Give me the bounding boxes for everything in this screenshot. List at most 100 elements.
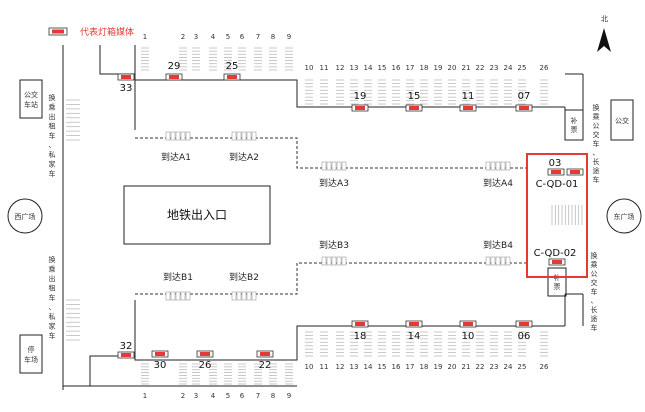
media-box-fill: [260, 352, 270, 356]
media-box-fill: [121, 75, 131, 79]
gate: [490, 161, 496, 171]
gate: [341, 161, 347, 171]
walkway-b: [135, 262, 528, 295]
stair-block: [285, 363, 293, 385]
gate: [231, 291, 237, 301]
stair-block: [434, 79, 442, 105]
media-top-25: 25: [223, 61, 241, 81]
highlight-frame: [526, 153, 588, 278]
column-numbers: 1122334455667788991010111112121313141415…: [143, 33, 549, 400]
arrival-label: 到达B2: [229, 271, 259, 283]
gate: [185, 131, 191, 141]
column-number-top: 21: [462, 64, 471, 72]
column-number-top: 17: [406, 64, 415, 72]
gate: [246, 131, 252, 141]
stairs-layer: [66, 47, 583, 385]
stair-block: [518, 79, 526, 105]
media-bottom-18: 18: [351, 320, 369, 342]
transfer-taxi-top-char: 出: [49, 112, 56, 121]
stair-block: [305, 331, 313, 357]
column-number-top: 13: [350, 64, 359, 72]
column-number-top: 8: [271, 33, 275, 41]
column-number-bottom: 26: [540, 363, 549, 371]
media-box-fill: [519, 322, 529, 326]
stair-block: [209, 363, 217, 385]
gate: [170, 131, 176, 141]
transfer-bus-bottom-char: 公: [591, 270, 598, 278]
stair-block: [392, 331, 400, 357]
media-box-fill: [463, 106, 473, 110]
media-box-fill: [519, 106, 529, 110]
media-bottom-14: 14: [405, 320, 423, 342]
stair-block: [179, 47, 187, 71]
column-number-bottom: 18: [420, 363, 429, 371]
legend-label: 代表灯箱媒体: [80, 26, 134, 38]
column-number-top: 14: [364, 64, 373, 72]
stair-block: [285, 47, 293, 71]
arrival-5: 到达B1: [163, 271, 193, 301]
bus-box: [610, 99, 634, 141]
stair-block: [434, 331, 442, 357]
column-number-bottom: 16: [392, 363, 401, 371]
gate: [180, 291, 186, 301]
column-number-bottom: 15: [378, 363, 387, 371]
column-number-top: 25: [518, 64, 527, 72]
transfer-bus-top-char: 换: [593, 103, 600, 112]
column-number-bottom: 17: [406, 363, 415, 371]
stair-block: [269, 47, 277, 71]
buxi-bottom-line2: 票: [554, 283, 561, 291]
transfer-taxi-bottom-char: 出: [49, 274, 56, 283]
stair-block: [269, 363, 277, 385]
media-label: 29: [168, 61, 181, 72]
stair-block: [364, 79, 372, 105]
arrival-2: 到达A2: [229, 131, 259, 163]
media-box-fill: [227, 75, 237, 79]
stair-block: [209, 47, 217, 71]
media-box-fill: [409, 106, 419, 110]
column-number-bottom: 1: [143, 392, 147, 400]
transfer-taxi-bottom-char: 家: [49, 322, 56, 331]
stair-block: [320, 79, 328, 105]
column-number-top: 22: [476, 64, 485, 72]
column-number-top: 1: [143, 33, 147, 41]
gate: [180, 131, 186, 141]
arrival-7: 到达B3: [319, 239, 349, 266]
media-label: 15: [408, 91, 421, 102]
column-number-bottom: 4: [211, 392, 216, 400]
media-top-15: 15: [405, 91, 423, 112]
stair-block: [540, 79, 548, 105]
arrival-label: 到达A3: [319, 177, 349, 189]
arrival-1: 到达A1: [161, 131, 191, 163]
transfer-bus-bottom-char: 交: [591, 278, 598, 287]
stair-block: [179, 363, 187, 385]
media-right-upper: 03: [549, 158, 562, 169]
transfer-bus-top-char: 交: [593, 130, 600, 139]
column-number-bottom: 8: [271, 392, 275, 400]
media-bottom-30: 30: [151, 350, 169, 371]
transfer-taxi-bottom-char: 车: [49, 293, 56, 302]
gate: [321, 256, 327, 266]
stair-block: [406, 331, 414, 357]
transfer-bus-top-char: 车: [593, 175, 600, 184]
media-top-11: 11: [459, 91, 477, 112]
gate: [495, 256, 501, 266]
stair-block: [476, 79, 484, 105]
gate: [246, 291, 252, 301]
media-right-upper-code: C-QD-01: [536, 179, 579, 190]
stair-block: [551, 205, 583, 225]
buxi-top-line2: 票: [571, 126, 578, 134]
column-number-top: 3: [194, 33, 198, 41]
gate: [505, 161, 511, 171]
column-number-bottom: 2: [181, 392, 185, 400]
gate: [336, 161, 342, 171]
stair-block: [224, 47, 232, 71]
media-box-fill: [552, 260, 562, 264]
gate: [495, 161, 501, 171]
column-number-top: 10: [305, 64, 314, 72]
media-label: 14: [408, 331, 421, 342]
transfer-taxi-bottom-char: 私: [49, 312, 56, 321]
transfer-taxi-top-char: 车: [49, 131, 56, 140]
media-bottom-10: 10: [459, 320, 477, 342]
